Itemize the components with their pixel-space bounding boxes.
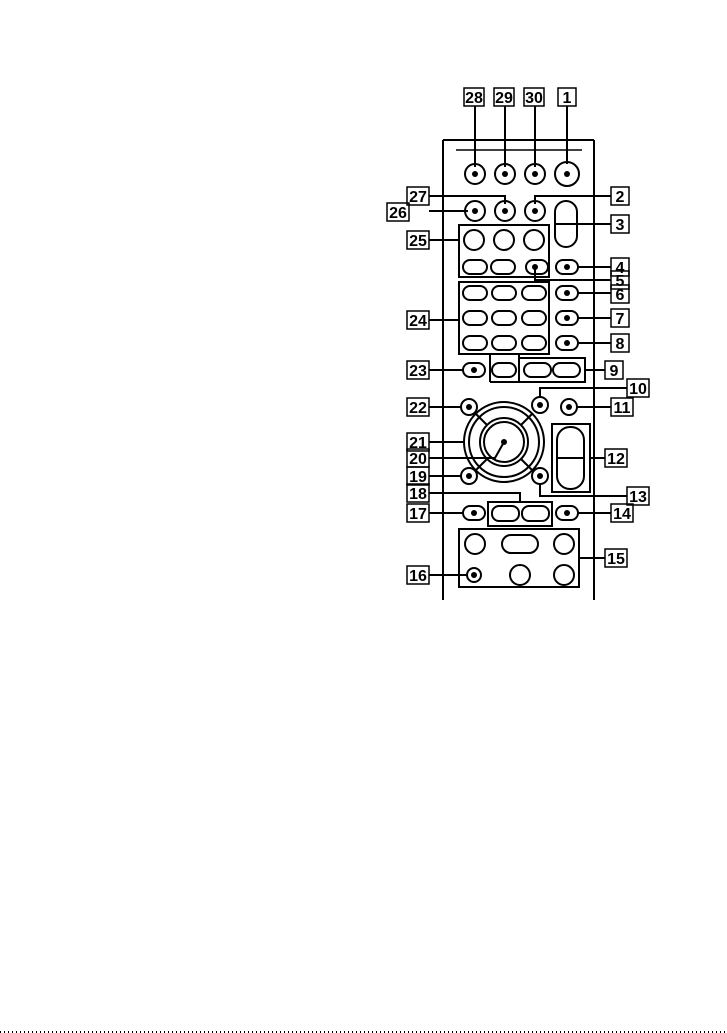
callout-25: 25 [409, 233, 427, 250]
callout-12: 12 [607, 451, 625, 468]
keypad-7[interactable] [463, 336, 487, 350]
keypad-5[interactable] [492, 311, 516, 325]
callout-13: 13 [629, 489, 647, 506]
button-18b[interactable] [522, 506, 549, 521]
callout-3: 3 [616, 217, 625, 234]
keypad-3[interactable] [522, 286, 546, 300]
callout-21: 21 [409, 435, 427, 452]
keypad-6[interactable] [522, 311, 546, 325]
button-25c[interactable] [524, 230, 544, 250]
callout-6: 6 [616, 287, 625, 304]
callout-10: 10 [629, 381, 647, 398]
button-25a[interactable] [464, 230, 484, 250]
callout-24: 24 [409, 313, 427, 330]
keypad-8[interactable] [492, 336, 516, 350]
button-15a[interactable] [465, 534, 485, 554]
callout-7: 7 [616, 311, 625, 328]
callout-26: 26 [389, 205, 407, 222]
callout-9: 9 [610, 363, 619, 380]
button-15e[interactable] [554, 565, 574, 585]
callout-20: 20 [409, 451, 427, 468]
callout-17: 17 [409, 506, 427, 523]
callout-30: 30 [525, 90, 543, 107]
callout-27: 27 [409, 189, 427, 206]
callout-18: 18 [409, 486, 427, 503]
callout-2: 2 [616, 189, 625, 206]
callout-14: 14 [613, 506, 631, 523]
button-18a[interactable] [492, 506, 519, 521]
callout-19: 19 [409, 469, 427, 486]
button-25b[interactable] [494, 230, 514, 250]
callout-29: 29 [495, 90, 513, 107]
button-15c[interactable] [554, 534, 574, 554]
button-9b[interactable] [553, 363, 580, 377]
keypad-9[interactable] [522, 336, 546, 350]
button-9a[interactable] [524, 363, 551, 377]
keypad-4[interactable] [463, 311, 487, 325]
callout-11: 11 [614, 400, 631, 417]
callout-28: 28 [465, 90, 483, 107]
callout-15: 15 [607, 551, 625, 568]
button-25e[interactable] [491, 260, 515, 274]
group-15-frame [459, 529, 579, 587]
button-15b[interactable] [502, 535, 538, 553]
keypad-2[interactable] [492, 286, 516, 300]
keypad-0[interactable] [492, 363, 516, 377]
callout-22: 22 [409, 400, 427, 417]
button-15d[interactable] [510, 565, 530, 585]
keypad-1[interactable] [463, 286, 487, 300]
top-button-row [465, 162, 579, 186]
callout-8: 8 [616, 336, 625, 353]
callout-23: 23 [409, 363, 427, 380]
keypad-frame [459, 282, 549, 354]
button-25d[interactable] [463, 260, 487, 274]
callout-1: 1 [563, 90, 572, 107]
callout-16: 16 [409, 568, 427, 585]
